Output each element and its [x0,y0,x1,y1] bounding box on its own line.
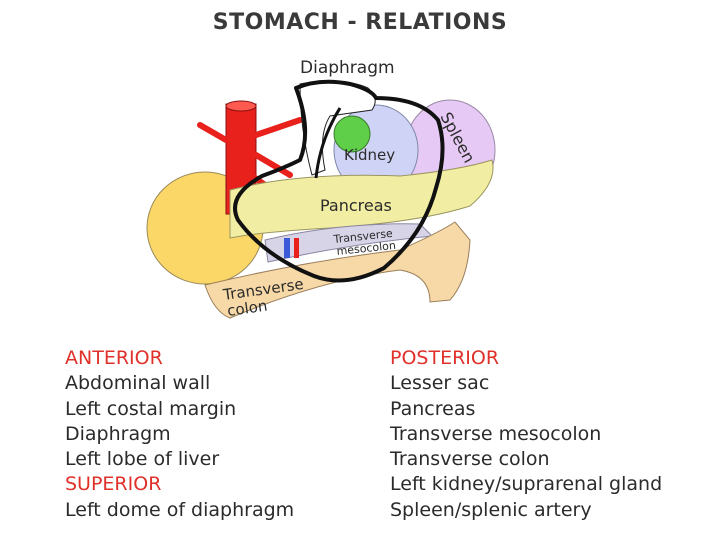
posterior-item: Transverse mesocolon [390,422,602,445]
lesser-curvature [314,107,342,179]
label-mesocolon-2: mesocolon [336,239,397,258]
posterior-heading: POSTERIOR [390,347,500,369]
transverse-colon [204,221,471,319]
suprarenal-gland [333,115,371,153]
mesenteric-artery [294,238,299,258]
label-colon-2: colon [226,297,268,320]
stomach-outline [233,79,445,283]
posterior-item: Left kidney/suprarenal gland [390,473,663,496]
superior-item: Left dome of diaphragm [65,498,295,521]
celiac-branches [197,117,303,188]
label-kidney: Kidney [344,146,395,164]
posterior-item: Lesser sac [390,372,490,395]
mesenteric-vein [284,238,290,258]
anterior-superior-column: ANTERIOR Abdominal wall Left costal marg… [65,346,294,523]
label-diaphragm: Diaphragm [300,58,395,78]
anterior-item: Abdominal wall [65,372,211,395]
anterior-item: Left costal margin [65,397,237,420]
anterior-item: Diaphragm [65,422,171,445]
anterior-item: Left lobe of liver [65,448,220,471]
posterior-item: Transverse colon [390,448,550,471]
posterior-item: Pancreas [390,397,476,420]
label-mesocolon-1: Transverse [332,227,394,246]
label-pancreas: Pancreas [320,196,392,215]
posterior-column: POSTERIOR Lesser sac Pancreas Transverse… [390,346,662,523]
pancreas [229,159,494,239]
posterior-item: Spleen/splenic artery [390,498,592,521]
page-title: STOMACH - RELATIONS [212,10,508,35]
stomach-relations-diagram: Diaphragm Spleen Kidney Pancreas Transve… [146,58,496,320]
aorta-top [225,100,257,112]
anterior-heading: ANTERIOR [65,347,163,369]
superior-heading: SUPERIOR [65,473,162,496]
